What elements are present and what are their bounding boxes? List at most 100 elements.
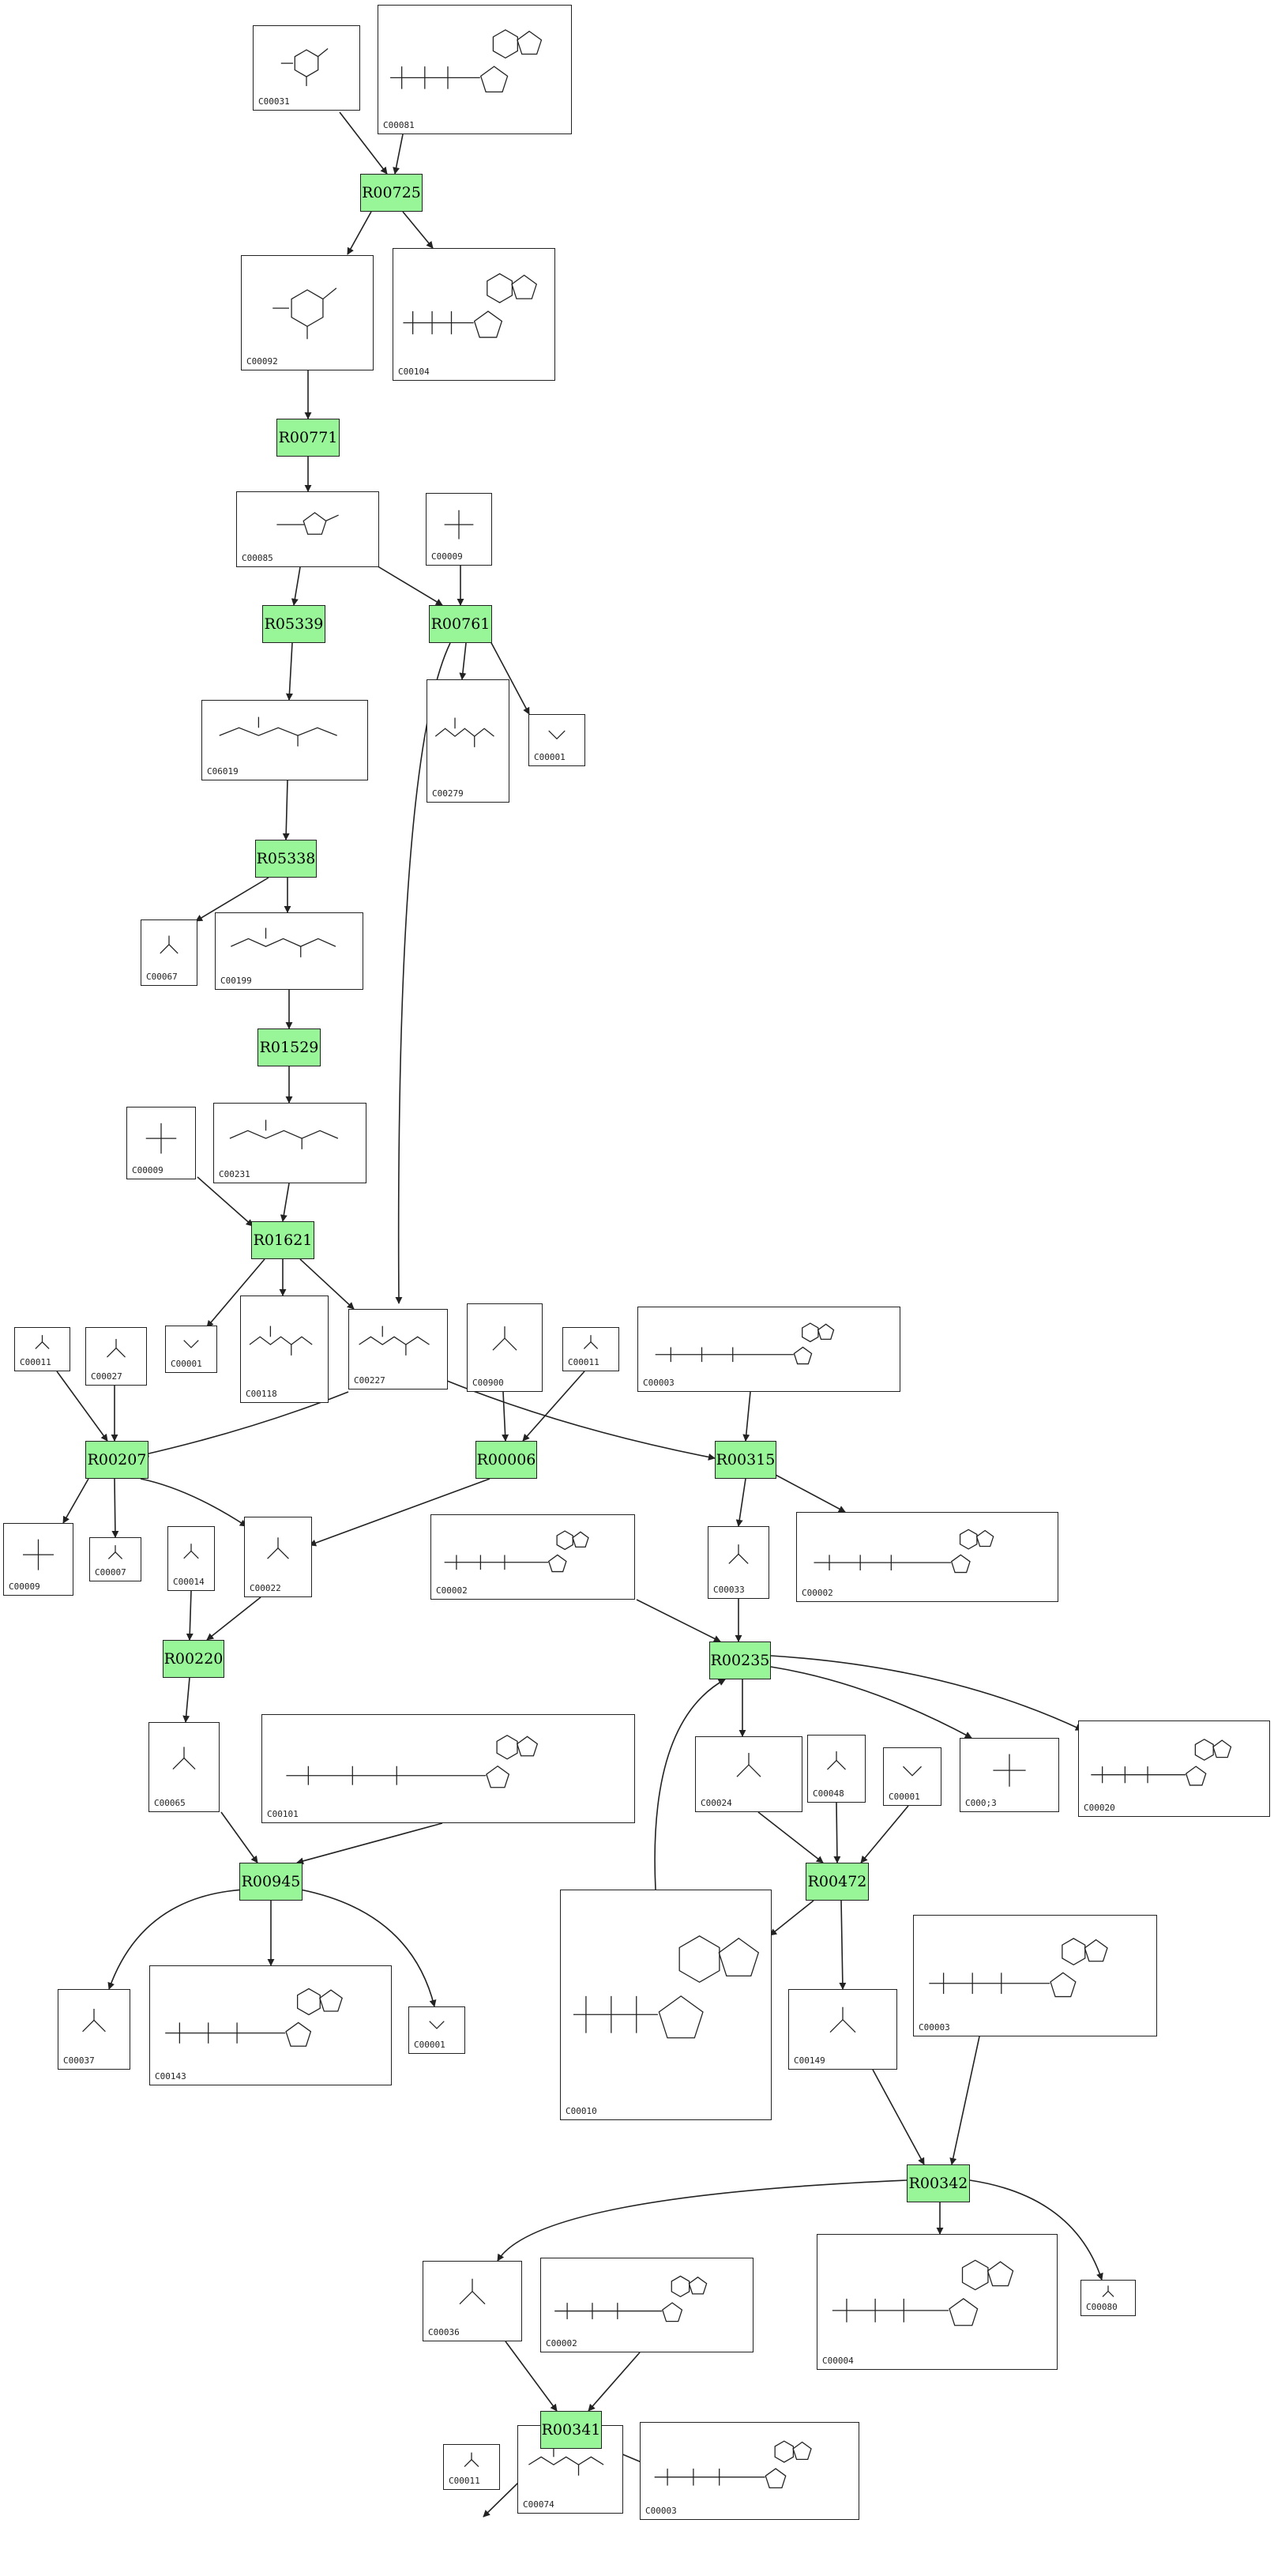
reaction-edge: [402, 211, 434, 249]
structure-drawing: [1091, 1739, 1232, 1786]
structure-drawing: [464, 2452, 479, 2468]
compound-box: C06019: [201, 700, 368, 780]
structure-drawing: [267, 1537, 289, 1559]
structure-drawing: [573, 1935, 760, 2039]
compound-box: C00037: [58, 1989, 130, 2070]
reaction-edge: [291, 566, 301, 606]
reaction-edge: [770, 1655, 1083, 1731]
structure-drawing: [183, 1544, 199, 1559]
compound-box: C00149: [788, 1989, 897, 2070]
structure-drawing: [459, 2278, 486, 2305]
reaction-edge: [393, 134, 404, 175]
compound-box: C00009: [3, 1523, 73, 1596]
reaction-edge: [969, 2179, 1103, 2281]
structure-drawing: [728, 1544, 749, 1564]
reaction-node[interactable]: R00235: [709, 1641, 771, 1679]
reaction-edge: [742, 1391, 751, 1442]
reaction-edge: [497, 2179, 908, 2262]
reaction-node[interactable]: R00220: [163, 1640, 224, 1678]
compound-id-label: C00001: [171, 1359, 202, 1369]
reaction-node[interactable]: R00315: [715, 1441, 776, 1479]
compound-box: C00065: [148, 1722, 220, 1812]
reaction-node[interactable]: R00207: [85, 1441, 148, 1479]
structure-drawing: [654, 2440, 812, 2488]
compound-id-label: C00104: [398, 367, 430, 377]
reaction-edge: [860, 1805, 909, 1863]
compound-box: C00022: [244, 1517, 312, 1597]
structure-drawing: [814, 1529, 994, 1574]
compound-box: C00081: [378, 5, 572, 134]
structure-drawing: [23, 1539, 54, 1570]
structure-drawing: [165, 1987, 343, 2047]
compound-id-label: C00011: [568, 1357, 599, 1367]
compound-box: C00002: [796, 1512, 1058, 1602]
reaction-node[interactable]: R01621: [251, 1221, 314, 1259]
compound-id-label: C00020: [1084, 1803, 1115, 1813]
compound-id-label: C06019: [207, 766, 239, 777]
reaction-node[interactable]: R00945: [239, 1863, 303, 1901]
compound-box: C00231: [213, 1103, 366, 1183]
reaction-edge: [206, 1258, 265, 1328]
structure-drawing: [444, 1530, 589, 1573]
compound-box: C00011: [14, 1327, 70, 1371]
compound-id-label: C00001: [534, 752, 566, 762]
structure-drawing: [231, 927, 336, 957]
compound-id-label: C00009: [132, 1165, 163, 1175]
compound-box: C00011: [443, 2444, 500, 2490]
compound-id-label: C00002: [802, 1588, 833, 1598]
reaction-edge: [757, 1811, 824, 1863]
reaction-node[interactable]: R00006: [475, 1441, 537, 1479]
reaction-edge: [206, 1596, 261, 1641]
structure-drawing: [655, 1322, 835, 1365]
structure-drawing: [280, 47, 329, 86]
compound-id-label: C00003: [919, 2022, 950, 2033]
compound-box: C00199: [215, 912, 363, 990]
reaction-node[interactable]: R05339: [262, 605, 325, 643]
compound-id-label: C00227: [354, 1375, 385, 1386]
compound-id-label: C00002: [436, 1585, 468, 1596]
compound-id-label: C00074: [523, 2499, 554, 2510]
reaction-edge: [195, 877, 269, 922]
reaction-edge: [502, 1391, 509, 1442]
reaction-node[interactable]: R00761: [429, 605, 492, 643]
compound-id-label: C00007: [95, 1567, 126, 1578]
compound-id-label: C00065: [154, 1798, 186, 1808]
compound-id-label: C00011: [449, 2476, 480, 2486]
reaction-node[interactable]: R00342: [907, 2164, 970, 2202]
reaction-node[interactable]: R00472: [806, 1863, 869, 1901]
compound-id-label: C00004: [822, 2356, 854, 2366]
structure-drawing: [434, 717, 494, 747]
compound-id-label: C00003: [643, 1378, 675, 1388]
reaction-node[interactable]: R05338: [255, 840, 317, 878]
reaction-node[interactable]: R00725: [360, 174, 423, 212]
compound-box: C000;3: [960, 1738, 1059, 1812]
structure-drawing: [107, 1339, 126, 1358]
compound-id-label: C00048: [813, 1788, 844, 1799]
reaction-node[interactable]: R00771: [276, 419, 340, 457]
structure-drawing: [107, 1545, 123, 1559]
compound-id-label: C00009: [9, 1581, 40, 1592]
reaction-edge: [505, 2341, 558, 2412]
compound-id-label: C00085: [242, 553, 273, 563]
compound-id-label: C00143: [155, 2071, 186, 2081]
structure-drawing: [444, 510, 474, 540]
reaction-node[interactable]: R00341: [540, 2411, 602, 2449]
structure-drawing: [145, 1123, 177, 1154]
reaction-edge: [839, 1900, 847, 1990]
compound-box: C00143: [149, 1965, 392, 2085]
reaction-edge: [347, 211, 372, 255]
compound-box: C00033: [708, 1526, 769, 1599]
compound-id-label: C00014: [173, 1577, 205, 1587]
reaction-edge: [186, 1590, 194, 1641]
reaction-edge: [309, 1478, 490, 1547]
structure-drawing: [249, 1326, 313, 1356]
structure-drawing: [429, 2021, 445, 2029]
structure-drawing: [492, 1326, 517, 1351]
compound-box: C00001: [165, 1326, 217, 1373]
compound-id-label: C00002: [546, 2338, 577, 2348]
compound-box: C00002: [540, 2258, 754, 2352]
compound-box: C00009: [126, 1107, 196, 1179]
reaction-node[interactable]: R01529: [257, 1029, 321, 1066]
compound-box: C00027: [85, 1327, 147, 1386]
